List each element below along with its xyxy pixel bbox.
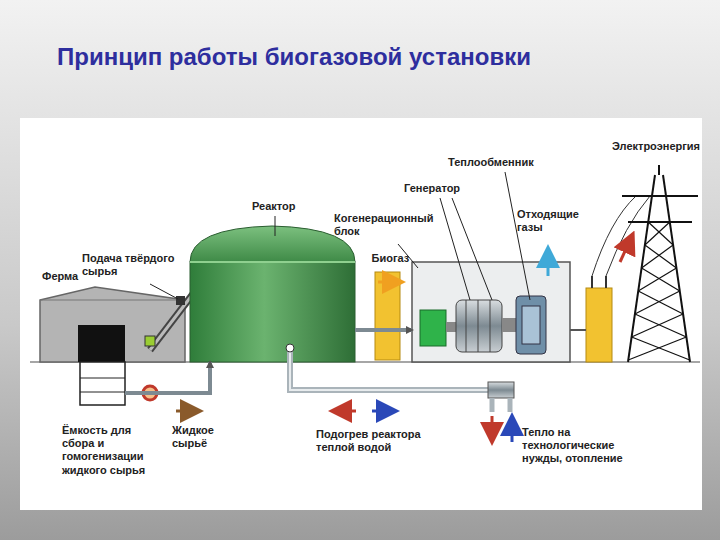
part-label: Генератор [404, 182, 484, 195]
node-label: Ёмкость для сбора и гомогенизации жидког… [62, 424, 160, 477]
node-label: Когенерационный блок [334, 212, 438, 238]
page-title: Принцип работы биогазовой установки [57, 42, 537, 72]
flow-label: Подогрев реактора теплой водой [316, 428, 432, 454]
reactor-tank: Реактор [190, 228, 355, 362]
liquid-tank: Ёмкость для сбора и гомогенизации жидког… [80, 362, 125, 405]
pipe-connector [125, 362, 210, 393]
flow-label: Биогаз [372, 252, 410, 265]
flow-label: Жидкое сырьё [172, 424, 234, 450]
flow-label: Тепло на технологические нужды, отоплени… [522, 426, 632, 466]
node-label: Реактор [252, 200, 332, 213]
cogeneration-unit: Когенерационный блок [412, 262, 570, 362]
part-label: Теплообменник [448, 156, 558, 169]
pipe-connector [355, 328, 412, 332]
farm-building: Ферма [40, 300, 185, 362]
feed-label: Подача твёрдого сырья [82, 252, 182, 278]
output-label: Электроэнергия [612, 140, 712, 153]
flow-label: Отходящие газы [517, 208, 589, 234]
